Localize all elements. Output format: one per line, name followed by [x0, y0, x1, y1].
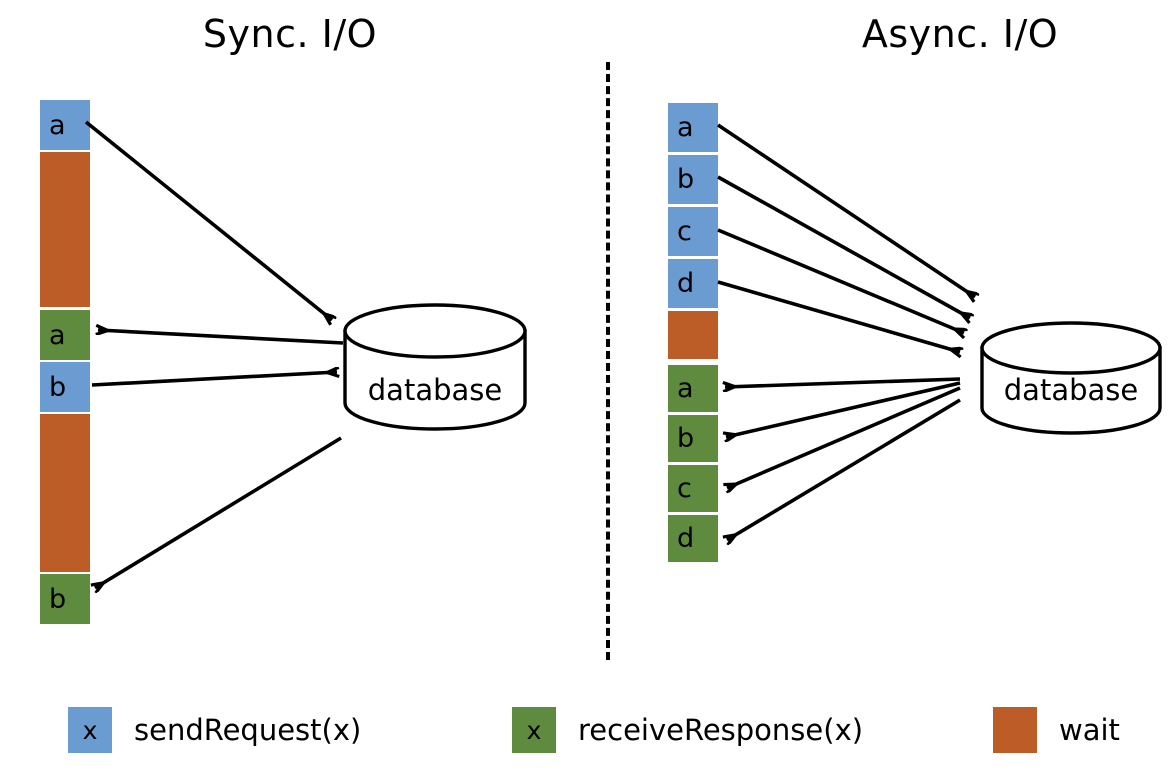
async-block-send-a: a	[668, 103, 718, 152]
async-block-receive-c: c	[668, 465, 718, 512]
async-block-send-d: d	[668, 259, 718, 308]
legend-swatch-wait	[993, 707, 1037, 753]
sync-arrow-send-b	[91, 372, 337, 387]
async-arrow-receive-d	[727, 398, 961, 540]
async-arrow-send-c	[717, 228, 964, 333]
legend-swatch-receive: x	[512, 707, 556, 753]
async-block-receive-d: d	[668, 515, 718, 562]
legend-item-receive-response: x receiveResponse(x)	[512, 707, 863, 753]
async-arrow-send-a	[716, 123, 975, 297]
async-block-send-b: b	[668, 155, 718, 204]
async-arrow-send-b	[717, 175, 970, 318]
sync-block-wait-1	[40, 152, 90, 307]
async-arrow-receive-a	[725, 377, 961, 387]
sync-block-wait-2	[40, 414, 90, 572]
sync-block-receive-b: b	[40, 574, 90, 624]
async-block-wait-1	[668, 311, 718, 359]
async-block-receive-a: a	[668, 365, 718, 412]
sync-io-title: Sync. I/O	[202, 12, 378, 56]
sync-arrow-receive-b	[95, 436, 342, 588]
legend-item-wait: wait	[993, 707, 1120, 753]
async-arrow-receive-b	[726, 381, 961, 437]
async-block-send-c: c	[668, 207, 718, 256]
async-arrow-send-d	[717, 280, 960, 352]
sync-database-cylinder	[343, 303, 527, 431]
async-database-label: database	[1003, 373, 1139, 407]
sync-block-send-b: b	[40, 362, 90, 412]
legend-label-send: sendRequest(x)	[134, 713, 362, 747]
sync-block-receive-a: a	[40, 310, 90, 360]
legend-swatch-send: x	[68, 707, 112, 753]
sync-arrow-send-a	[84, 120, 332, 320]
async-block-receive-b: b	[668, 415, 718, 462]
async-io-title: Async. I/O	[861, 12, 1059, 56]
sync-arrow-receive-a	[98, 330, 344, 345]
sync-block-send-a: a	[40, 100, 90, 150]
async-arrow-receive-c	[727, 386, 961, 488]
sync-database-label: database	[367, 373, 503, 407]
legend-item-send-request: x sendRequest(x)	[68, 707, 361, 753]
vertical-dashed-divider	[606, 62, 610, 660]
legend-label-receive: receiveResponse(x)	[578, 713, 864, 747]
legend-label-wait: wait	[1059, 713, 1120, 747]
